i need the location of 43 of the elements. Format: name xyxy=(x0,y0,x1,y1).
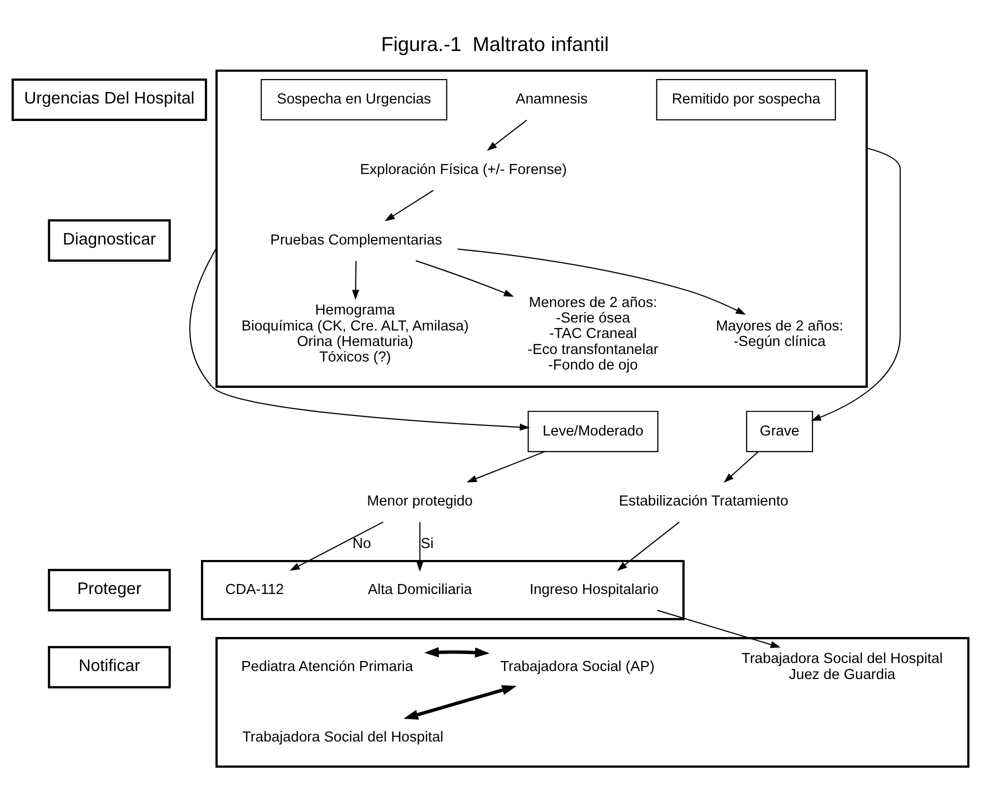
node-text: Pediatra Atención Primaria xyxy=(241,658,414,675)
arrow xyxy=(466,451,545,482)
arrow xyxy=(189,248,530,431)
node-box: Diagnosticar xyxy=(48,219,171,262)
arrow xyxy=(290,522,384,571)
node-text: Menores de 2 años: -Serie ósea -TAC Craneal -Eco transfontanelar -Fondo de ojo xyxy=(528,294,658,374)
edge-label: No xyxy=(352,536,372,552)
arrow xyxy=(458,248,746,315)
diagram-title: Figura.-1 Maltrato infantil xyxy=(381,34,609,56)
arrow xyxy=(416,522,424,572)
node-text: Mayores de 2 años: -Según clínica xyxy=(716,318,844,350)
node-box: Grave xyxy=(746,410,814,452)
node-text: Ingreso Hospitalario xyxy=(530,582,659,598)
node-text: Pruebas Complementarias xyxy=(270,232,442,248)
node-text: Alta Domiciliaria xyxy=(368,582,472,598)
arrow xyxy=(617,522,680,571)
node-box: Leve/Moderado xyxy=(528,410,658,452)
edge-label: Si xyxy=(420,536,434,552)
arrow xyxy=(657,610,781,648)
arrow xyxy=(352,261,360,300)
node-text: Anamnesis xyxy=(516,92,588,108)
node-text: Trabajadora Social del Hospital Juez de Guardia xyxy=(742,651,943,683)
cluster xyxy=(215,637,970,768)
node-box: Proteger xyxy=(48,568,171,612)
node-box: Sospecha en Urgencias xyxy=(260,79,448,120)
arrow xyxy=(384,190,434,222)
arrow xyxy=(810,147,901,421)
cluster xyxy=(215,70,868,388)
node-text: Menor protegido xyxy=(367,494,473,510)
arrow xyxy=(424,647,490,658)
arrow xyxy=(416,260,514,297)
node-text: Estabilización Tratamiento xyxy=(618,494,788,510)
node-text: Trabajadora Social del Hospital xyxy=(242,729,444,746)
arrow xyxy=(486,120,527,151)
node-text: Trabajadora Social (AP) xyxy=(500,658,655,675)
node-text: Exploración Física (+/- Forense) xyxy=(360,162,567,178)
node-text: Hemograma Bioquímica (CK, Cre. ALT, Amilasa) Orina (Hematuria) Tóxicos (?) xyxy=(241,302,469,366)
arrow xyxy=(724,452,758,483)
node-text: CDA-112 xyxy=(225,582,284,598)
arrow xyxy=(404,685,517,720)
node-box: Urgencias Del Hospital xyxy=(12,78,208,121)
node-box: Notificar xyxy=(48,646,171,688)
node-box: Remitido por sospecha xyxy=(656,79,836,120)
